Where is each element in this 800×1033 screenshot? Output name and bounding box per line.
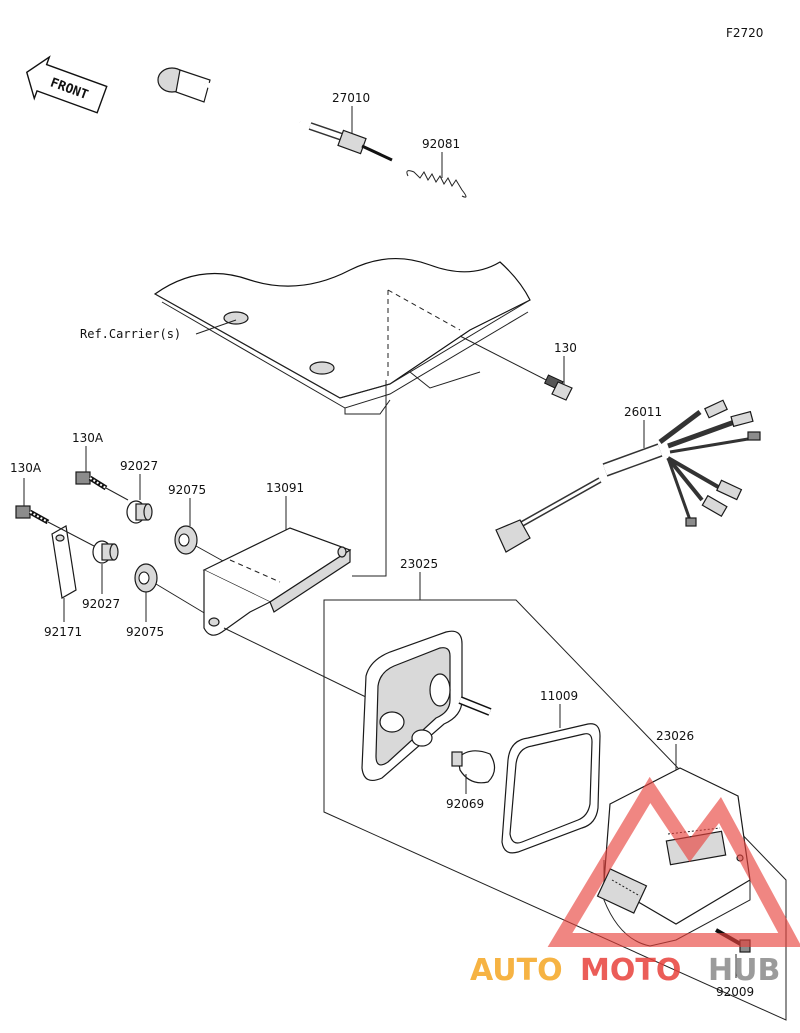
part-label-92069: 92069 [446, 797, 484, 811]
spring [406, 170, 467, 198]
brake-switch-sensor [157, 67, 393, 162]
bolt-130a-left [15, 505, 50, 525]
front-arrow-icon: FRONT [25, 55, 108, 114]
part-label-92027-lower: 92027 [82, 597, 120, 611]
part-label-130: 130 [554, 341, 577, 355]
part-label-23025: 23025 [400, 557, 438, 571]
assembly-outline-23025 [323, 599, 787, 1021]
part-label-11009: 11009 [540, 689, 578, 703]
part-label-92171: 92171 [44, 625, 82, 639]
part-label-27010: 27010 [332, 91, 370, 105]
part-label-92009: 92009 [716, 985, 754, 999]
figure-code: F2720 [726, 26, 763, 40]
part-label-92075-lower: 92075 [126, 625, 164, 639]
part-label-13091: 13091 [266, 481, 304, 495]
watermark-part1: AUTO [470, 953, 563, 988]
collar-92027-upper [126, 500, 153, 524]
reference-label: Ref.Carrier(s) [80, 327, 181, 341]
part-label-23026: 23026 [656, 729, 694, 743]
part-label-92075-upper: 92075 [168, 483, 206, 497]
watermark-part2: MOTO [580, 953, 681, 988]
grommet-92075-upper [174, 525, 198, 555]
grommet-92075-lower [134, 563, 158, 593]
part-label-130a-upper: 130A [72, 431, 104, 445]
bolt-130 [543, 374, 573, 401]
lamp-housing [361, 630, 492, 781]
collar-92027-lower [92, 540, 119, 564]
part-label-92081: 92081 [422, 137, 460, 151]
bolt-130a-upper [75, 471, 108, 491]
part-label-92027-upper: 92027 [120, 459, 158, 473]
gasket-11009 [501, 723, 601, 854]
part-label-26011: 26011 [624, 405, 662, 419]
carrier-reference [153, 258, 531, 415]
bulb-92069 [451, 750, 496, 784]
lens-cover-23026 [596, 767, 751, 947]
wiring-harness [495, 399, 761, 553]
bracket-13091 [202, 527, 352, 636]
watermark-part3: HUB [708, 953, 780, 988]
clamp-92171 [51, 525, 77, 599]
watermark-logo: AUTO MOTO HUB [470, 776, 800, 988]
part-label-130a-left: 130A [10, 461, 42, 475]
